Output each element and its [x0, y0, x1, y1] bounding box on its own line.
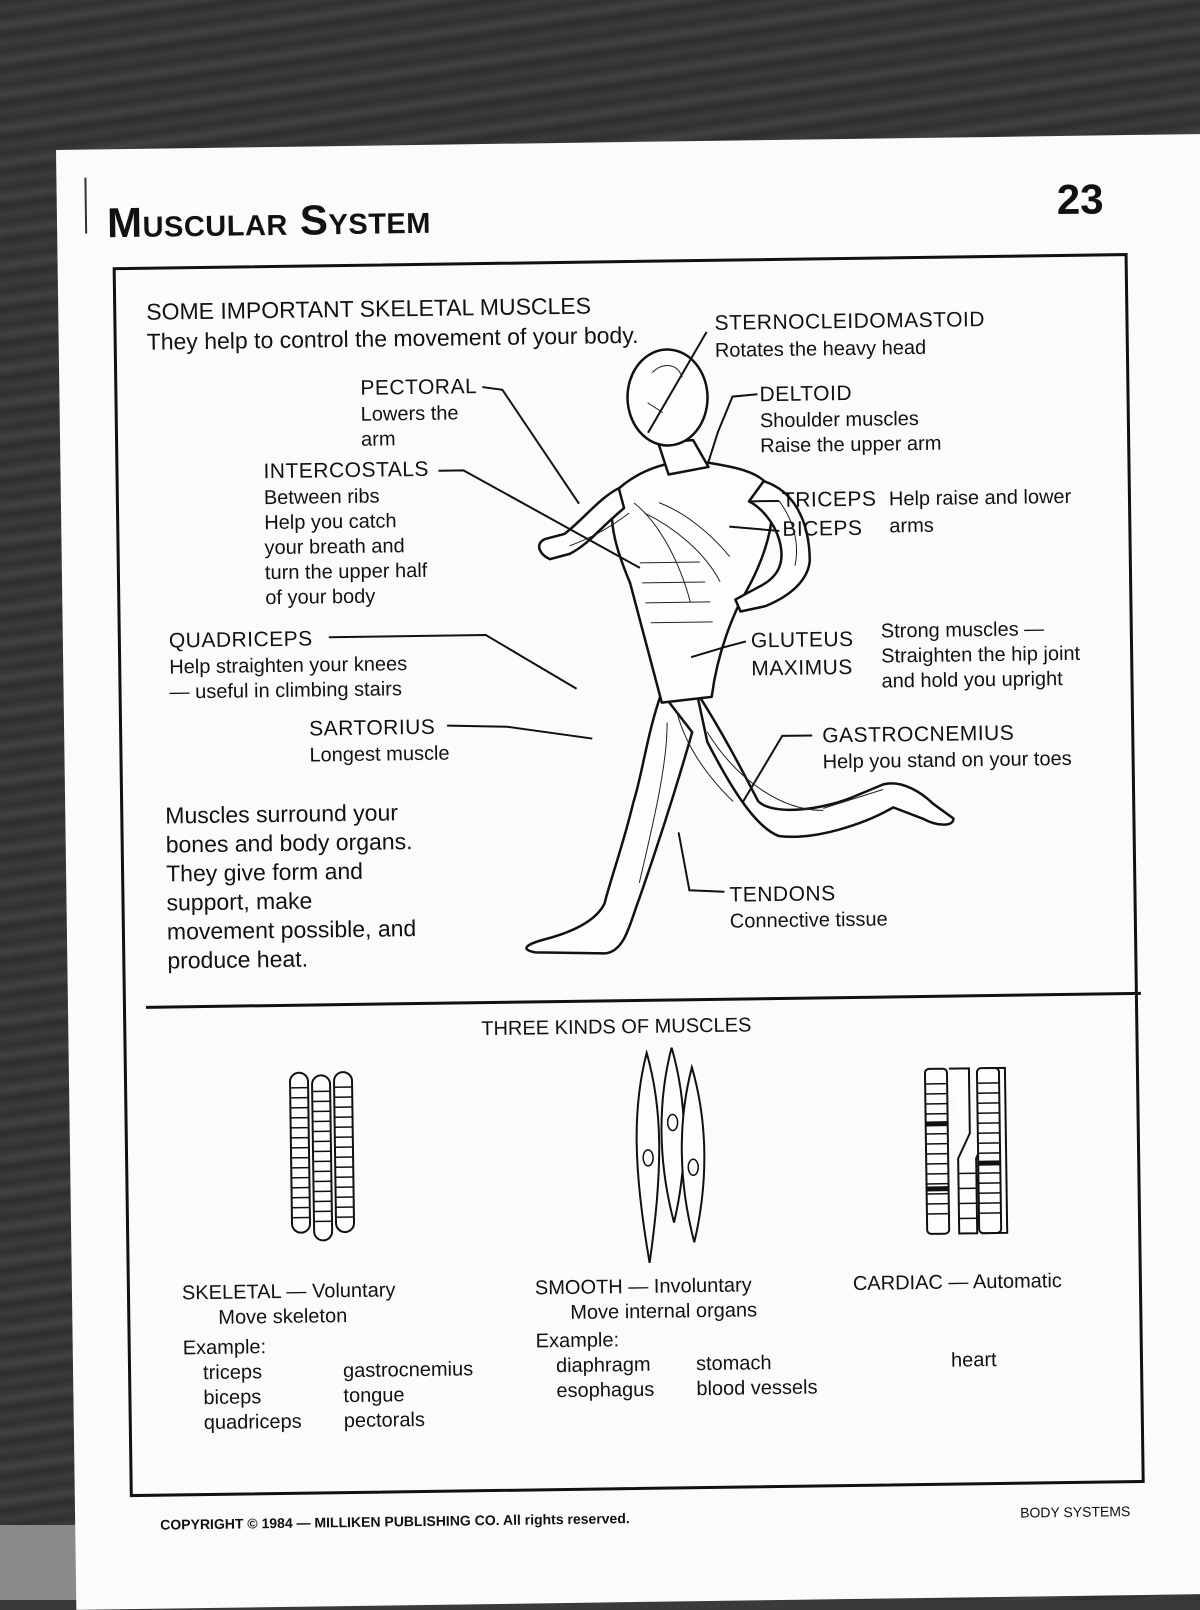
skeletal-example: tongue: [343, 1384, 405, 1408]
skeletal-example: quadriceps: [203, 1410, 302, 1435]
label-quadriceps: QUADRICEPS: [168, 627, 313, 653]
smooth-kind-purpose: Move internal organs: [570, 1299, 758, 1324]
label-biceps: BICEPS: [782, 516, 863, 541]
label-triceps: TRICEPS: [781, 487, 877, 512]
summary-line-4: support, make: [166, 887, 313, 916]
skeletal-kind-title: SKELETAL — Voluntary: [181, 1279, 396, 1305]
runner-figure: [328, 331, 955, 955]
content-frame: SOME IMPORTANT SKELETAL MUSCLES They hel…: [112, 253, 1145, 1498]
desc-gluteus-2: Straighten the hip joint: [880, 642, 1081, 668]
desc-tendons: Connective tissue: [729, 908, 888, 933]
cardiac-kind-title: CARDIAC — Automatic: [852, 1270, 1062, 1295]
label-sternocleidomastoid: STERNOCLEIDOMASTOID: [714, 308, 986, 335]
summary-line-2: bones and body organs.: [165, 828, 413, 858]
desc-intercostals-1: Between ribs: [263, 485, 380, 510]
skeletal-example: biceps: [203, 1386, 262, 1410]
desc-pectoral-1: Lowers the: [360, 402, 459, 426]
margin-mark: [84, 177, 88, 234]
label-sartorius: SARTORIUS: [308, 715, 436, 741]
desc-deltoid-2: Raise the upper arm: [760, 432, 942, 458]
summary-line-5: movement possible, and: [166, 915, 417, 945]
label-pectoral: PECTORAL: [360, 375, 478, 400]
skeletal-example: triceps: [202, 1361, 263, 1385]
summary-line-1: Muscles surround your: [165, 799, 399, 829]
skeletal-kind-purpose: Move skeleton: [218, 1305, 348, 1329]
label-deltoid: DELTOID: [759, 381, 853, 407]
desc-sternocleidomastoid: Rotates the heavy head: [714, 336, 927, 362]
section-footer: BODY SYSTEMS: [1020, 1503, 1131, 1521]
skeletal-example: pectorals: [343, 1408, 426, 1433]
desc-intercostals-2: Help you catch: [264, 510, 397, 535]
copyright-footer: COPYRIGHT © 1984 — MILLIKEN PUBLISHING C…: [160, 1510, 630, 1533]
desc-sartorius: Longest muscle: [309, 742, 450, 767]
desc-pectoral-2: arm: [360, 428, 396, 451]
cardiac-example: heart: [950, 1348, 997, 1372]
summary-line-3: They give form and: [165, 857, 364, 887]
smooth-example: esophagus: [556, 1378, 655, 1403]
label-gluteus: GLUTEUS: [750, 627, 854, 653]
smooth-example: stomach: [695, 1352, 772, 1376]
page-title: Muscular System: [106, 194, 432, 247]
smooth-kind-title: SMOOTH — Involuntary: [534, 1274, 752, 1300]
desc-intercostals-4: turn the upper half: [264, 559, 428, 585]
desc-quadriceps-2: — useful in climbing stairs: [169, 678, 403, 704]
skeletal-fiber-icon: [289, 1071, 356, 1242]
desc-intercostals-3: your breath and: [264, 535, 405, 560]
smooth-fiber-icon: [635, 1046, 706, 1263]
summary-line-6: produce heat.: [167, 945, 309, 974]
skeletal-example: gastrocnemius: [342, 1358, 474, 1383]
kinds-heading: THREE KINDS OF MUSCLES: [481, 1014, 752, 1041]
desc-biceps: arms: [889, 514, 934, 538]
desc-gluteus-3: and hold you upright: [881, 667, 1063, 693]
smooth-example: blood vessels: [696, 1376, 818, 1401]
smooth-example: diaphragm: [555, 1353, 651, 1378]
cardiac-fiber-icon: [923, 1066, 1009, 1235]
page-number: 23: [1056, 175, 1104, 224]
desc-gluteus-1: Strong muscles —: [880, 618, 1045, 643]
label-tendons: TENDONS: [729, 882, 836, 907]
desc-deltoid-1: Shoulder muscles: [759, 407, 919, 433]
desc-gastrocnemius: Help you stand on your toes: [822, 747, 1072, 774]
desc-quadriceps-1: Help straighten your knees: [169, 653, 408, 679]
desc-triceps: Help raise and lower: [888, 485, 1072, 511]
worksheet-page: Muscular System 23 SOME IMPORTANT SKELET…: [56, 133, 1200, 1610]
label-gastrocnemius: GASTROCNEMIUS: [822, 721, 1015, 748]
label-intercostals: INTERCOSTALS: [263, 457, 430, 484]
desc-intercostals-5: of your body: [265, 585, 376, 610]
label-maximus: MAXIMUS: [751, 655, 853, 681]
smooth-example-label: Example:: [535, 1329, 620, 1353]
skeletal-example-label: Example:: [182, 1336, 267, 1360]
